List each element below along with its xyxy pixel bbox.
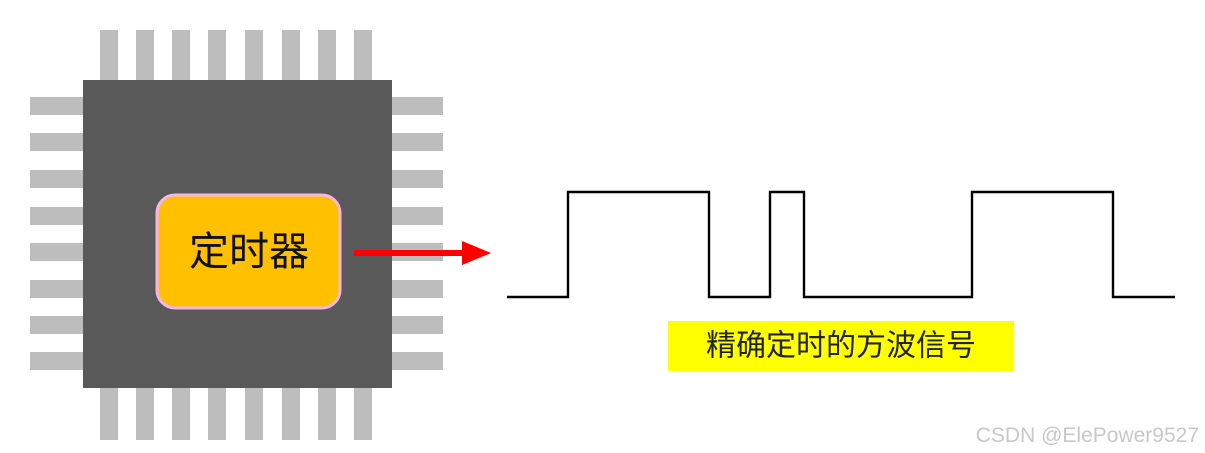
- chip-pin: [318, 30, 336, 82]
- chip-pin: [388, 97, 443, 115]
- chip-pins-right: [388, 97, 443, 370]
- chip-pin: [354, 385, 372, 440]
- watermark-text: CSDN @ElePower9527: [976, 424, 1199, 447]
- chip-pin: [100, 30, 118, 82]
- arrow-head: [462, 241, 491, 265]
- chip-pin: [136, 385, 154, 440]
- chip-pin: [30, 97, 85, 115]
- square-wave-signal: [507, 190, 1175, 299]
- chip-pin: [136, 30, 154, 82]
- wave-caption: 精确定时的方波信号: [668, 321, 1014, 371]
- chip-pin: [100, 385, 118, 440]
- wave-caption-text: 精确定时的方波信号: [706, 329, 976, 364]
- chip-pin: [354, 30, 372, 82]
- chip-pin: [30, 170, 85, 188]
- chip-pin: [172, 385, 190, 440]
- chip-pin: [388, 316, 443, 334]
- chip-pin: [282, 30, 300, 82]
- chip-pin: [245, 385, 263, 440]
- chip-pins-left: [30, 97, 85, 370]
- timer-block: 定时器: [155, 193, 342, 310]
- timer-box: [155, 193, 342, 310]
- chip-pin: [388, 170, 443, 188]
- chip-pin: [208, 385, 226, 440]
- chip-pin: [388, 352, 443, 370]
- chip-pins-top: [100, 30, 372, 82]
- chip-pin: [30, 352, 85, 370]
- caption-highlight: [668, 321, 1014, 371]
- chip-pins-bottom: [100, 385, 372, 440]
- chip-pin: [388, 207, 443, 225]
- chip-pin: [30, 243, 85, 261]
- chip-pin: [30, 133, 85, 151]
- chip-pin: [208, 30, 226, 82]
- chip-pin: [245, 30, 263, 82]
- timer-label: 定时器: [189, 229, 309, 275]
- output-arrow: [354, 241, 491, 265]
- chip-pin: [30, 207, 85, 225]
- chip-pin: [30, 316, 85, 334]
- chip-pin: [282, 385, 300, 440]
- chip-pin: [30, 280, 85, 298]
- chip-pin: [388, 133, 443, 151]
- chip-pin: [172, 30, 190, 82]
- chip-pin: [388, 280, 443, 298]
- chip-pin: [318, 385, 336, 440]
